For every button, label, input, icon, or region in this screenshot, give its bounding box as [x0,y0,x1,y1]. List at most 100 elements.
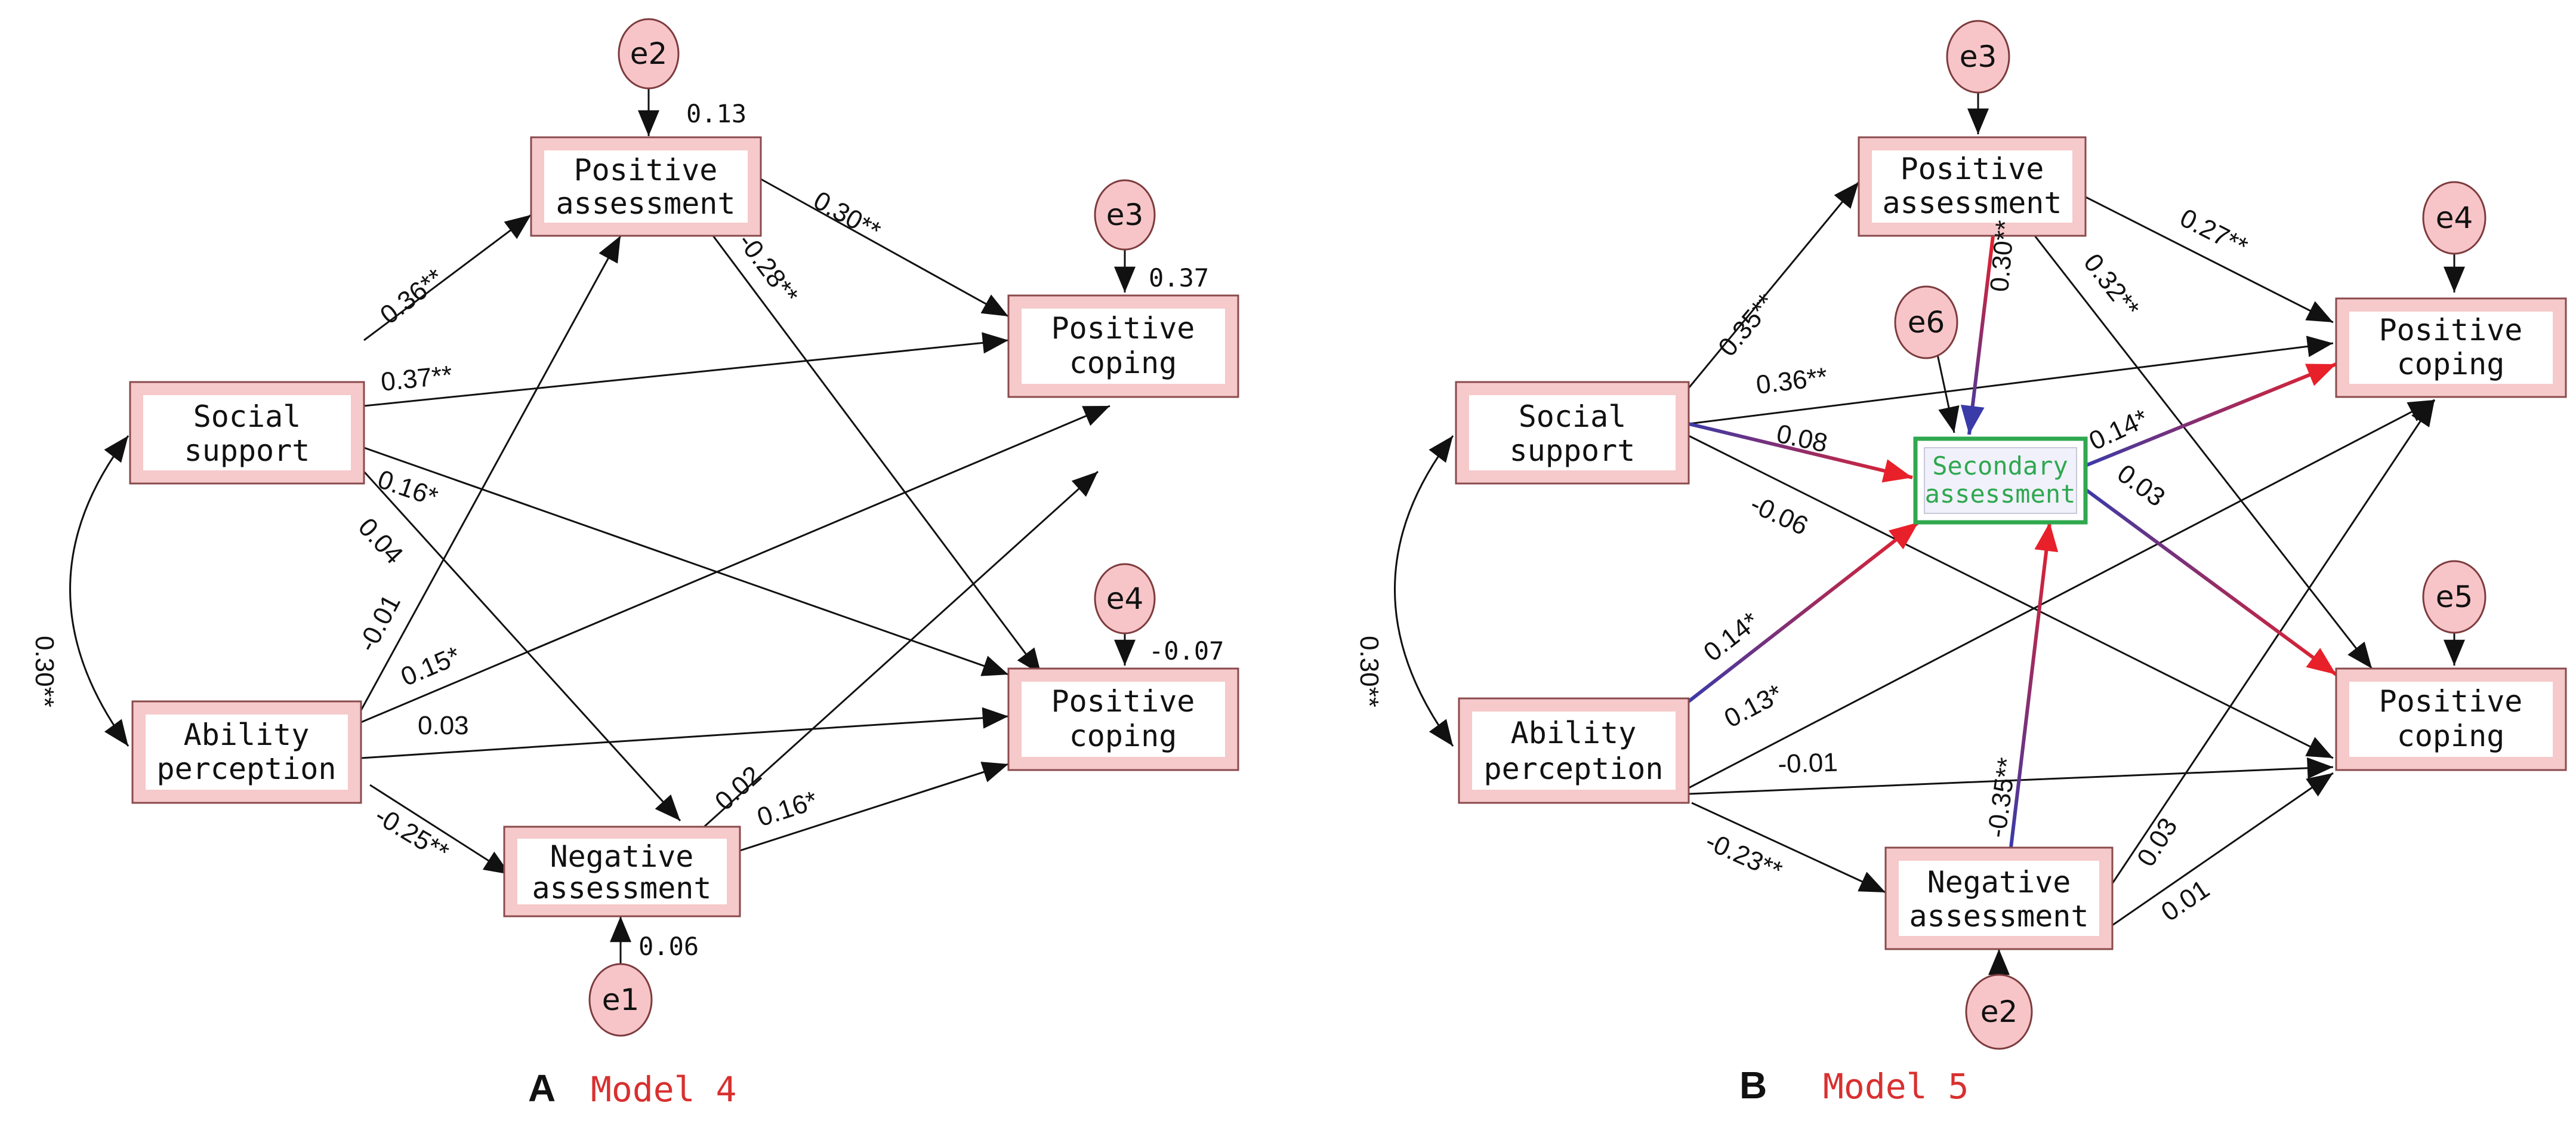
coef-b-cov: 0.30** [1355,636,1384,707]
panel-a-paths [69,81,1136,970]
error-b-e5-label: e5 [2436,580,2473,614]
box-b-positive-coping-top: Positive coping [2335,297,2567,398]
coef-b-ap-pc1: 0.13* [1720,679,1788,734]
coef-a-pa-pc1: 0.30** [809,186,886,246]
coef-a-na-pc2: 0.16* [754,786,821,832]
box-a-positive-assessment-line2: assessment [556,186,735,221]
path-b-ss-sec [1688,422,1913,483]
path-a-ap-pa [360,235,622,711]
coef-b-ss-pc2: -0.06 [1746,489,1813,541]
box-b-ability-perception: Ability perception [1458,697,1690,804]
coef-a-cov: 0.30** [30,636,59,707]
path-b-ap-na [1691,802,1886,894]
r2-a-e4: -0.07 [1149,636,1224,666]
error-b-e2-label: e2 [1980,994,2018,1029]
error-a-e1: e1 [588,963,653,1037]
box-a-positive-coping-top: Positive coping [1007,294,1239,398]
box-b-negative-assessment: Negative assessment [1884,846,2114,950]
coef-a-ss-pc1: 0.37** [380,361,454,397]
panel-b-model-label: Model 5 [1823,1066,1969,1107]
error-a-e2-label: e2 [630,36,668,71]
path-a-ap-pc2 [360,707,1009,759]
panel-a: Positive assessment Positive coping Soci… [30,18,1239,1110]
error-a-e4: e4 [1094,563,1156,635]
path-a-na-pc2 [739,762,1009,852]
box-b-secondary-assessment: Secondary assessment [1913,436,2088,525]
box-a-negative-assessment-line2: assessment [532,871,711,906]
path-a-ss-pc2 [363,446,1009,676]
coef-a-pa-pc2: -0.28** [732,228,804,310]
path-b-na-sec [2009,522,2059,848]
panel-b-paths [1394,87,2465,976]
box-a-positive-coping-top-line1: Positive [1051,311,1195,346]
coef-b-ss-sec: 0.08 [1774,419,1830,458]
path-a-pa-pc1 [760,178,1009,318]
coef-b-pa-sec: 0.30** [1985,219,2020,293]
path-a-ss-pc1 [363,332,1009,407]
error-b-e2: e2 [1965,974,2033,1050]
panel-b-letter: B [1739,1064,1767,1107]
path-b-ss-pc1 [1688,335,2334,425]
coef-a-ap-pa: -0.01 [353,590,406,657]
coef-b-na-sec: -0.35** [1982,756,2022,839]
path-b-pa-pc2 [2034,235,2373,669]
path-b-ss-pa [1687,181,1860,389]
path-a-covariance [69,435,129,747]
panel-a-letter: A [528,1067,556,1110]
box-a-positive-coping-bottom-line2: coping [1069,719,1177,753]
path-b-sec-pc2 [2084,488,2337,676]
coef-b-sec-pc2: 0.03 [2112,458,2170,512]
box-a-social-support-line1: Social [193,399,301,434]
path-b-e6 [1935,349,1960,433]
error-a-e3-label: e3 [1106,198,1144,232]
box-a-ability-perception-line2: perception [156,752,336,786]
box-a-positive-assessment: Positive assessment [530,136,762,237]
error-b-e3: e3 [1946,20,2010,94]
coef-a-ss-na: 0.04 [353,512,409,569]
box-b-positive-coping-bottom: Positive coping [2335,667,2567,771]
box-b-positive-assessment-line1: Positive [1901,152,2044,186]
path-b-ss-pc2 [1688,435,2334,759]
path-a-pa-pc2 [712,235,1042,675]
error-b-e4-label: e4 [2436,201,2473,235]
box-a-social-support-line2: support [184,433,310,468]
error-b-e5: e5 [2422,560,2486,634]
path-b-ap-pc2 [1688,757,2334,795]
box-b-positive-coping-top-line1: Positive [2379,313,2523,347]
box-a-social-support: Social support [129,381,365,485]
coef-b-ap-na: -0.23** [1701,826,1787,885]
error-b-e6-label: e6 [1908,305,1945,340]
coef-a-ap-pc2: 0.03 [418,711,469,740]
box-b-positive-coping-bottom-line2: coping [2397,719,2505,753]
error-b-e6: e6 [1894,285,1958,359]
path-b-na-pc2 [2112,772,2334,926]
panel-b-mediation-paths [1687,235,2337,848]
box-b-ability-perception-line2: perception [1483,752,1663,786]
coef-a-ap-pc1: 0.15* [397,641,465,692]
error-a-e1-label: e1 [602,983,640,1017]
r2-a-e2: 0.13 [686,99,746,128]
r2-a-e1: 0.06 [638,932,699,961]
coef-b-ap-sec: 0.14* [1698,606,1764,667]
box-a-positive-assessment-line1: Positive [574,153,718,187]
box-a-ability-perception-line1: Ability [184,717,310,752]
path-b-pa-pc1 [2085,196,2334,324]
panel-a-model-label: Model 4 [591,1069,736,1110]
path-b-covariance [1394,435,1454,747]
box-a-ability-perception: Ability perception [131,700,362,804]
box-b-secondary-assessment-line1: Secondary [1932,451,2068,481]
box-b-positive-coping-bottom-line1: Positive [2379,684,2523,719]
coef-b-ap-pc2: -0.01 [1778,748,1838,779]
coef-b-ss-pc1: 0.36** [1754,362,1829,400]
path-b-na-pc1 [2111,399,2436,884]
path-a-ss-pa [363,214,532,341]
coef-b-sec-pc1: 0.14* [2085,404,2153,456]
error-a-e4-label: e4 [1106,581,1144,616]
coef-b-ss-pa: 0.35** [1713,288,1781,362]
box-a-positive-coping-bottom: Positive coping [1007,667,1239,771]
box-b-social-support: Social support [1455,381,1690,485]
path-b-ap-sec [1687,521,1920,703]
box-b-positive-coping-top-line2: coping [2397,347,2505,381]
panel-b: Positive assessment Positive coping Soci… [1355,20,2567,1107]
